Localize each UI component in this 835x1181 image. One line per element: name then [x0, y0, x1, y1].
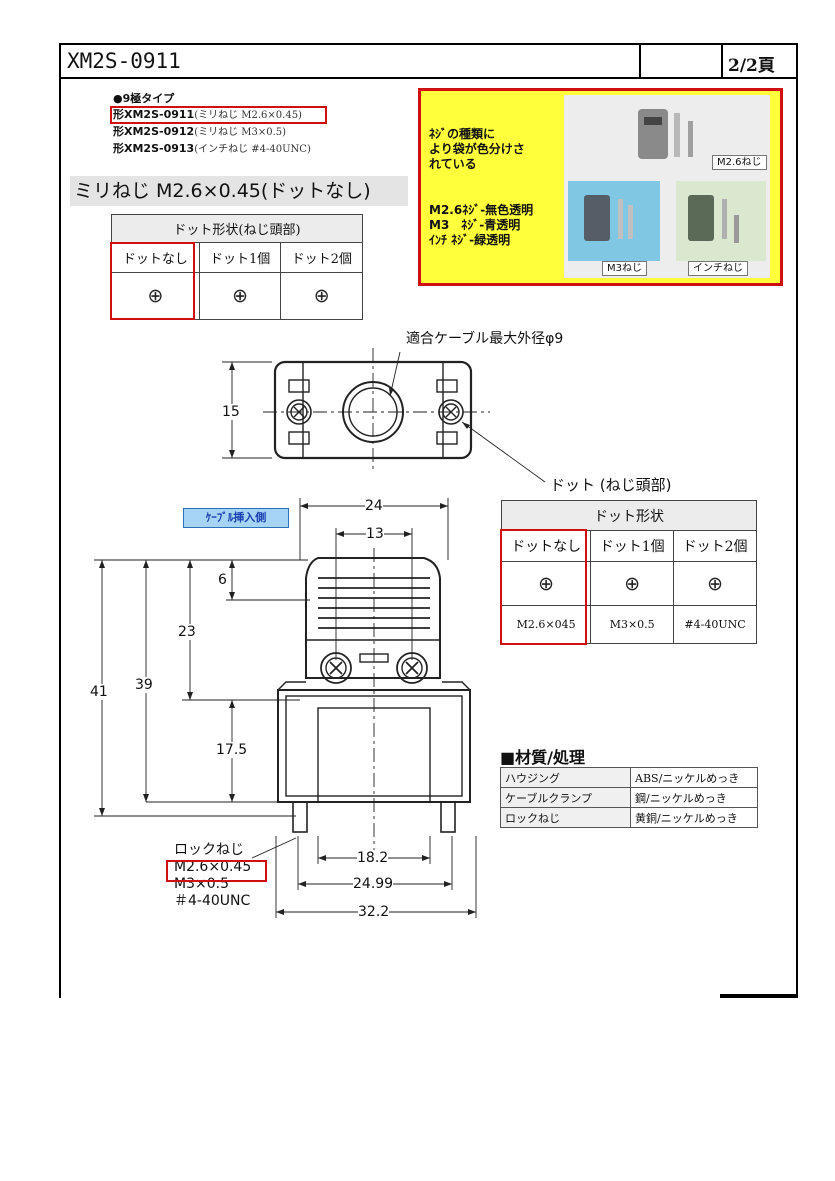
- bag-color-legend: M2.6ﾈｼﾞ-無色透明 M3 ﾈｼﾞ-青透明 ｲﾝﾁ ﾈｼﾞ-緑透明: [429, 203, 534, 247]
- dim-17-5: 17.5: [216, 742, 248, 758]
- page-number: 2/2頁: [728, 56, 775, 76]
- materials-title: ■材質/処理: [500, 748, 585, 767]
- dim-32-2: 32.2: [358, 904, 390, 920]
- spec-cell: M2.6×045: [500, 605, 592, 644]
- table-row: ロックねじ 黄銅/ニッケルめっき: [500, 807, 758, 828]
- spec-cell: #4-40UNC: [673, 605, 757, 644]
- plus-screw-icon: ⊕: [147, 285, 164, 307]
- plus-screw-two-dot-icon: ⊕: [313, 285, 330, 307]
- dim-23: 23: [178, 624, 196, 640]
- header-divider: [639, 45, 641, 77]
- product-photo: M2.6ねじ M3ねじ インチねじ: [564, 95, 770, 278]
- spec-cell: M3×0.5: [590, 605, 675, 644]
- dim-18-2: 18.2: [357, 850, 389, 866]
- dot-col-one: ドット1個: [198, 242, 282, 273]
- cable-diameter-label: 適合ケーブル最大外径φ9: [406, 331, 564, 347]
- dot-col-two: ドット2個: [673, 530, 757, 562]
- screw-option: ＃4-40UNC: [174, 893, 251, 909]
- bag-color-note: ﾈｼﾞの種類に より袋が色分けさ れている: [429, 127, 525, 171]
- highlight-box-model: [110, 106, 327, 124]
- label-m3: M3ねじ: [602, 261, 647, 276]
- title-block: XM2S-0911 2/2頁: [61, 45, 796, 79]
- table-row: ハウジング ABS/ニッケルめっき: [500, 767, 758, 788]
- dot-shape-table-small: ドット形状(ねじ頭部) ドットなし ドット1個 ドット2個 ⊕ ⊕ ⊕: [111, 214, 363, 320]
- plus-screw-icon: ⊕: [538, 572, 555, 595]
- plus-screw-two-dot-icon: ⊕: [707, 572, 724, 595]
- dot-label: ドット (ねじ頭部): [550, 476, 672, 494]
- model-list: ●9極タイプ 形XM2S-0911(ミリねじ M2.6×0.45) 形XM2S-…: [113, 91, 311, 158]
- product-photo-panel: ﾈｼﾞの種類に より袋が色分けさ れている M2.6ﾈｼﾞ-無色透明 M3 ﾈｼ…: [418, 88, 783, 286]
- cable-insertion-side-tag: ｹｰﾌﾞﾙ挿入側: [183, 508, 289, 528]
- model-item: 形XM2S-0912(ミリねじ M3×0.5): [113, 125, 287, 138]
- dot-col-two: ドット2個: [280, 242, 363, 273]
- materials-table: ハウジング ABS/ニッケルめっき ケーブルクランプ 鋼/ニッケルめっき ロック…: [500, 767, 758, 828]
- screw-option: M2.6×0.45: [174, 859, 252, 875]
- lock-screw-label: ロックねじ: [174, 842, 244, 858]
- dim-24-99: 24.99: [353, 876, 394, 892]
- highlight-box-lock-screw: [166, 860, 267, 882]
- dim-41: 41: [90, 684, 108, 700]
- label-m26: M2.6ねじ: [712, 155, 767, 170]
- dim-13: 13: [366, 526, 384, 542]
- header-divider: [721, 45, 723, 77]
- model-item: 形XM2S-0911(ミリねじ M2.6×0.45): [113, 108, 302, 121]
- dot-table-header: ドット形状: [501, 500, 757, 531]
- frame-corner-mark: [720, 994, 798, 998]
- model-list-title: ●9極タイプ: [113, 92, 175, 105]
- dim-6: 6: [218, 572, 227, 588]
- dim-15: 15: [222, 404, 240, 420]
- highlight-box-no-dot: [110, 242, 195, 320]
- plus-screw-one-dot-icon: ⊕: [232, 285, 249, 307]
- dot-shape-table: ドット形状 ドットなし ドット1個 ドット2個 ⊕ ⊕ ⊕ M2.6×045 M…: [500, 500, 757, 644]
- dim-24: 24: [365, 498, 383, 514]
- dot-col-none: ドットなし: [500, 530, 592, 562]
- label-inch: インチねじ: [688, 261, 748, 276]
- table-row: ケーブルクランプ 鋼/ニッケルめっき: [500, 787, 758, 808]
- model-item: 形XM2S-0913(インチねじ #4-40UNC): [113, 142, 311, 155]
- plus-screw-one-dot-icon: ⊕: [624, 572, 641, 595]
- dot-col-one: ドット1個: [590, 530, 675, 562]
- section-title: ミリねじ M2.6×0.45(ドットなし): [70, 176, 408, 206]
- highlight-box-no-dot: [500, 529, 587, 645]
- document-id: XM2S-0911: [67, 49, 181, 73]
- dim-39: 39: [135, 677, 153, 693]
- page-frame: XM2S-0911 2/2頁: [59, 43, 798, 998]
